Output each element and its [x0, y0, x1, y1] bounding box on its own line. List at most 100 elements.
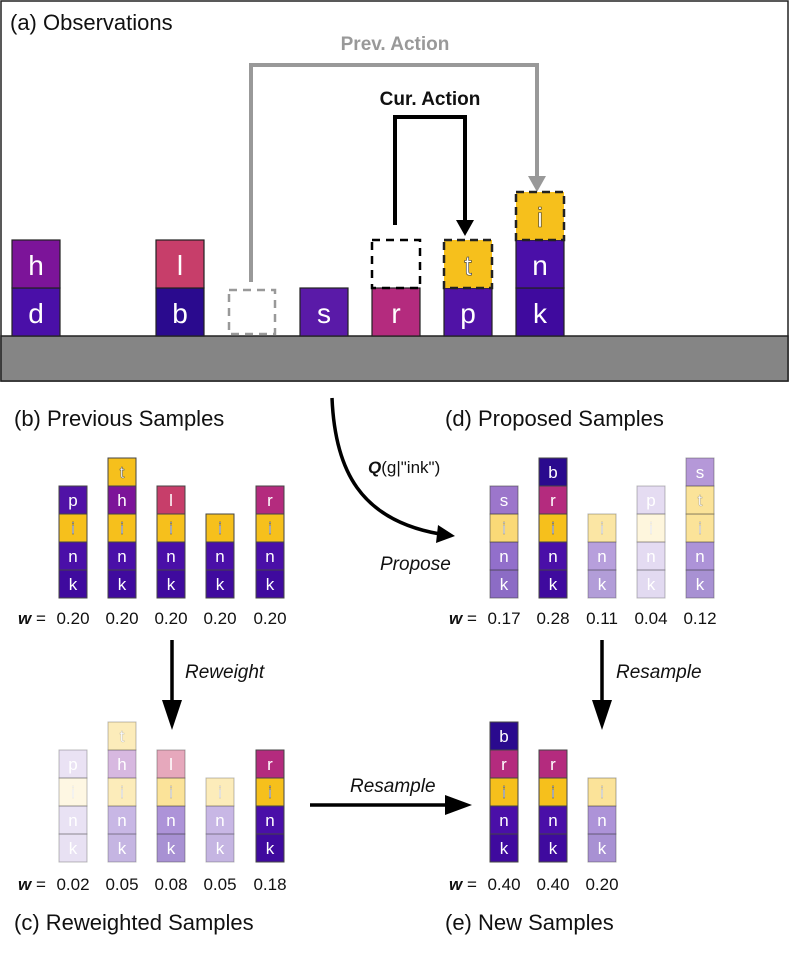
sample-letter-i: i — [268, 783, 272, 802]
sample-letter-i: i — [169, 519, 173, 538]
sample-letter-s: s — [696, 463, 705, 482]
sample-letter-i: i — [502, 519, 506, 538]
sample-block-r — [489, 749, 519, 779]
dashed-target-slot — [370, 238, 422, 290]
weight-value: 0.20 — [154, 609, 187, 628]
block-letter-k: k — [533, 298, 548, 329]
sample-block-i — [107, 777, 137, 807]
sample-block-n — [58, 541, 88, 571]
sample-block-k — [538, 833, 568, 863]
weight-value: 0.20 — [105, 609, 138, 628]
block-letter-t: t — [464, 250, 472, 281]
sample-letter-k: k — [500, 839, 509, 858]
weight-value: 0.11 — [586, 609, 618, 628]
sample-block-s — [685, 457, 715, 487]
cur-action-arrow — [393, 115, 474, 236]
weight-value: 0.28 — [536, 609, 569, 628]
sample-block-r — [255, 485, 285, 515]
sample-block-n — [587, 541, 617, 571]
sample-letter-i: i — [71, 783, 75, 802]
sample-block-l — [156, 485, 186, 515]
sample-block-r — [538, 485, 568, 515]
sample-block-k — [489, 833, 519, 863]
sample-letter-r: r — [267, 755, 273, 774]
sample-block-i — [587, 777, 617, 807]
sample-letter-k: k — [598, 575, 607, 594]
sample-letter-r: r — [550, 755, 556, 774]
block-h — [11, 239, 61, 289]
resample-right-label: Resample — [616, 662, 702, 683]
sample-block-n — [107, 805, 137, 835]
sample-block-s — [489, 485, 519, 515]
block-letter-p: p — [460, 298, 476, 329]
sample-block-i — [538, 513, 568, 543]
sample-letter-i: i — [218, 519, 222, 538]
block-s — [299, 287, 349, 337]
sample-letter-k: k — [216, 575, 225, 594]
sample-letter-b: b — [548, 463, 557, 482]
sample-block-i — [58, 513, 88, 543]
resample-right-arrow — [592, 640, 612, 730]
sample-block-n — [156, 541, 186, 571]
sample-letter-i: i — [169, 783, 173, 802]
panel-e-title: (e) New Samples — [445, 910, 614, 935]
sample-letter-r: r — [267, 491, 273, 510]
block-letter-n: n — [532, 250, 548, 281]
sample-letter-i: i — [120, 519, 124, 538]
sample-block-i — [538, 777, 568, 807]
sample-letter-i: i — [268, 519, 272, 538]
sample-letter-h: h — [117, 755, 126, 774]
sample-block-t — [107, 721, 137, 751]
sample-block-n — [255, 805, 285, 835]
sample-block-r — [255, 749, 285, 779]
sample-letter-k: k — [69, 575, 78, 594]
panel-a-title: (a) Observations — [10, 10, 173, 35]
block-p — [443, 287, 493, 337]
sample-letter-n: n — [215, 811, 224, 830]
sample-block-r — [538, 749, 568, 779]
block-i — [514, 190, 566, 242]
sample-block-i — [156, 777, 186, 807]
sample-letter-i: i — [600, 519, 604, 538]
sample-block-n — [107, 541, 137, 571]
sample-letter-i: i — [551, 519, 555, 538]
sample-block-l — [156, 749, 186, 779]
sample-block-b — [538, 457, 568, 487]
sample-letter-n: n — [548, 547, 557, 566]
weight-label: w = — [449, 609, 477, 628]
sample-letter-t: t — [698, 491, 703, 510]
sample-letter-n: n — [499, 811, 508, 830]
weight-value: 0.20 — [203, 609, 236, 628]
sample-letter-n: n — [265, 547, 274, 566]
sample-block-p — [636, 485, 666, 515]
sample-letter-r: r — [501, 755, 507, 774]
sample-letter-k: k — [266, 575, 275, 594]
weight-value: 0.05 — [105, 875, 138, 894]
propose-label: Propose — [380, 554, 451, 575]
proposed-samples: knis0.17knirb0.28kni0.11knip0.04knits0.1… — [449, 457, 717, 628]
ground — [0, 335, 789, 382]
sample-block-k — [587, 833, 617, 863]
sample-letter-h: h — [117, 491, 126, 510]
weight-value: 0.20 — [56, 609, 89, 628]
sample-letter-n: n — [117, 547, 126, 566]
block-n — [515, 239, 565, 289]
panel-b-title: (b) Previous Samples — [14, 406, 224, 431]
dashed-empty-slot — [227, 288, 277, 336]
sample-letter-s: s — [500, 491, 509, 510]
sample-letter-p: p — [68, 755, 77, 774]
sample-letter-r: r — [550, 491, 556, 510]
cur-action-label: Cur. Action — [380, 89, 481, 110]
